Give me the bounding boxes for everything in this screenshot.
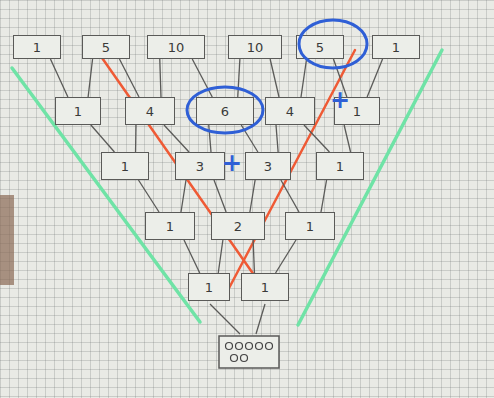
connector-line	[344, 125, 350, 152]
connector-line	[91, 125, 115, 152]
number-box: 1	[285, 212, 335, 240]
connector-line	[281, 180, 299, 212]
number-box: 1	[101, 152, 149, 180]
number-box: 1	[372, 35, 420, 59]
number-text: 1	[392, 40, 400, 55]
number-text: 1	[74, 104, 82, 119]
connector-line	[270, 59, 279, 97]
number-box: 10	[147, 35, 205, 59]
plus-sign: +	[222, 151, 242, 175]
number-text: 1	[166, 219, 174, 234]
connector-line	[210, 304, 240, 334]
number-box: 1	[55, 97, 101, 125]
number-box: 6	[196, 97, 254, 125]
connector-line	[209, 125, 211, 152]
connector-line	[276, 125, 278, 152]
number-text: 3	[196, 159, 204, 174]
connector-line	[253, 240, 254, 273]
connector-line	[119, 59, 139, 97]
number-box: 5	[82, 35, 130, 59]
connector-line	[250, 180, 255, 212]
connector-line	[164, 125, 189, 152]
connector-line	[184, 240, 200, 273]
number-box: 2	[211, 212, 265, 240]
connector-line	[367, 59, 382, 97]
number-text: 1	[261, 280, 269, 295]
number-text: 6	[221, 104, 229, 119]
connector-line	[321, 180, 327, 212]
connector-line	[218, 240, 223, 273]
connector-line	[301, 59, 307, 97]
connector-line	[214, 180, 226, 212]
number-text: 10	[247, 40, 264, 55]
connector-line	[241, 125, 258, 152]
number-text: 1	[121, 159, 129, 174]
number-box: 3	[175, 152, 225, 180]
connector-line	[135, 125, 137, 152]
number-text: 1	[353, 104, 361, 119]
connector-line	[181, 180, 186, 212]
number-text: 1	[205, 280, 213, 295]
number-text: 1	[336, 159, 344, 174]
number-text: 5	[316, 40, 324, 55]
connector-line	[276, 240, 296, 273]
number-text: 5	[102, 40, 110, 55]
connector-line	[138, 180, 159, 212]
number-text: 4	[146, 104, 154, 119]
number-text: 10	[168, 40, 185, 55]
counter-box	[219, 336, 279, 368]
number-text: 1	[33, 40, 41, 55]
red-line	[228, 50, 355, 290]
number-box: 1	[316, 152, 364, 180]
number-text: 4	[286, 104, 294, 119]
number-box: 5	[296, 35, 344, 59]
hand-shadow	[0, 195, 14, 285]
number-box: 4	[265, 97, 315, 125]
number-box: 10	[228, 35, 282, 59]
connector-line	[238, 59, 240, 97]
connector-line	[304, 125, 329, 152]
connector-line	[256, 304, 265, 334]
connector-line	[88, 59, 92, 97]
red-line	[100, 55, 268, 295]
number-box: 1	[188, 273, 230, 301]
number-box: 1	[241, 273, 289, 301]
blue-circle	[187, 87, 263, 133]
green-line	[12, 68, 200, 322]
plus-sign: +	[330, 88, 350, 112]
connector-line	[160, 59, 161, 97]
number-text: 2	[234, 219, 242, 234]
number-box: 4	[125, 97, 175, 125]
number-text: 1	[306, 219, 314, 234]
connector-line	[50, 59, 67, 97]
green-line	[298, 50, 442, 325]
number-text: 3	[264, 159, 272, 174]
number-box: 1	[13, 35, 61, 59]
number-box: 3	[245, 152, 291, 180]
number-box: 1	[145, 212, 195, 240]
connector-line	[192, 59, 212, 97]
